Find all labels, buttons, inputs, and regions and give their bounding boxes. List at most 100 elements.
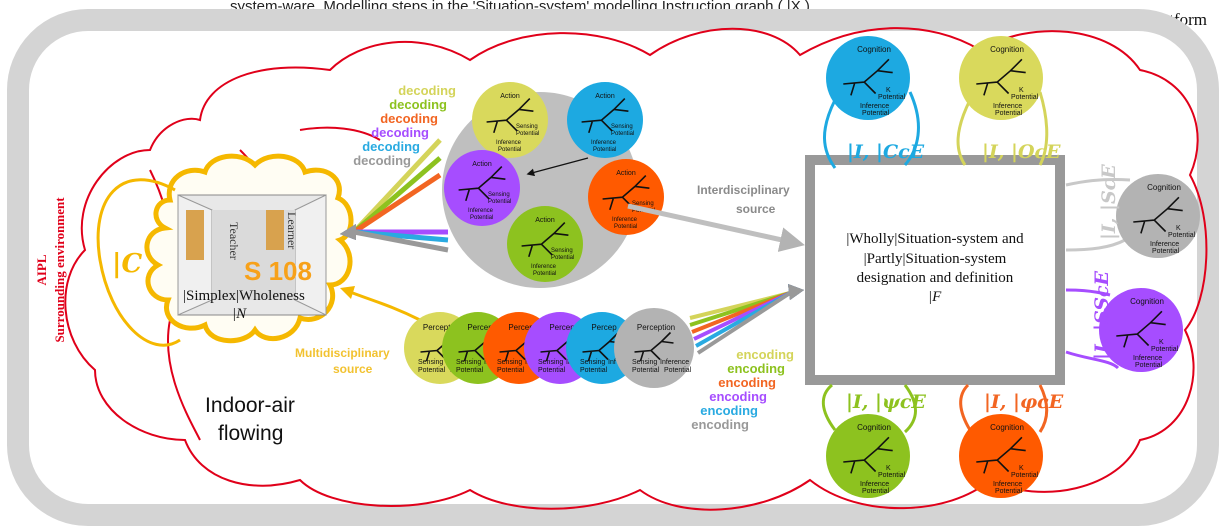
definition-line4: |F — [928, 289, 942, 305]
cognition-node-k: K — [1159, 339, 1164, 346]
action-node-sensing-2: Potential — [551, 255, 574, 261]
cognition-arrow — [903, 384, 917, 434]
cognition-label: |I, |OcE — [982, 141, 1061, 163]
action-node-inference: Inference — [531, 264, 557, 270]
cognition-arrow — [956, 99, 972, 166]
node-tree — [843, 58, 893, 96]
cognition-node-k: K — [886, 87, 891, 94]
decoding-label: decoding — [353, 153, 411, 168]
encoding-label: encoding — [691, 417, 749, 432]
multidisciplinary-line2: source — [333, 362, 373, 376]
cognition-arrow — [1065, 288, 1111, 297]
cognition-label: |I, |φcE — [984, 391, 1064, 413]
encoding-label: encoding — [709, 389, 767, 404]
perception-node-sensing-2: Potential — [580, 367, 608, 374]
decoding-labels: decodingdecodingdecodingdecodingdecoding… — [353, 83, 456, 168]
perception-node-inference: Inference — [660, 359, 689, 366]
node-tree — [634, 331, 674, 362]
cognition-node-potential: Potential — [1168, 232, 1196, 239]
action-node-circle — [588, 159, 664, 235]
n-label: |N — [232, 306, 247, 322]
action-node-inference-2: Potential — [593, 147, 616, 153]
action-node-inference: Inference — [468, 208, 494, 214]
perception-node-sensing-2: Potential — [538, 367, 566, 374]
node-tree — [1116, 310, 1166, 348]
multidisciplinary-arrow — [344, 288, 421, 322]
cognition-node-inference: Inference — [1150, 241, 1179, 248]
encoding-arrow — [696, 291, 792, 355]
cognition-arrow — [1065, 238, 1126, 252]
perception-nodes: PerceptionSensingPotentialInferencePoten… — [404, 308, 694, 388]
action-node-sensing-2: Potential — [516, 131, 539, 137]
decoding-label: decoding — [389, 97, 447, 112]
cognition-label: |I, |CcE — [847, 141, 925, 163]
definition-box — [805, 155, 1065, 385]
action-node-inference: Inference — [591, 140, 617, 146]
multidisciplinary-arrowhead — [340, 286, 355, 299]
cognition-node-title: Cognition — [857, 423, 891, 432]
cognition-arrow — [1065, 350, 1120, 370]
definition-line2: |Partly|Situation-system — [864, 251, 1007, 267]
cognition-label: |I, |ScE — [1098, 164, 1120, 240]
decoding-label: decoding — [371, 125, 429, 140]
node-tree — [976, 58, 1026, 96]
cognition-node-title: Cognition — [990, 423, 1024, 432]
encoding-label: encoding — [727, 361, 785, 376]
c-label: |C — [112, 249, 142, 279]
action-link-arrow — [526, 157, 589, 177]
platform-frame — [7, 9, 1219, 526]
cognition-arrow — [1065, 177, 1131, 187]
action-node-title: Action — [616, 170, 636, 177]
indoor-air-line1: Indoor-air — [205, 394, 295, 417]
action-node-title: Action — [595, 93, 615, 100]
cognition-node-k: K — [886, 465, 891, 472]
cognition-node-potential: Potential — [1011, 94, 1039, 101]
decoding-label: decoding — [398, 83, 456, 98]
action-node-sensing: Sensing — [611, 124, 633, 130]
action-node-inference: Inference — [612, 217, 638, 223]
cognition-node-potential: Potential — [1151, 346, 1179, 353]
encoding-label: encoding — [736, 347, 794, 362]
cognition-label: |I, |SScE — [1091, 270, 1113, 360]
cognition-node-k: K — [1176, 225, 1181, 232]
perception-node-sensing: Sensing — [538, 359, 563, 366]
cognition-node-k: K — [1019, 87, 1024, 94]
teacher-label: Teacher — [227, 222, 241, 260]
action-node-circle — [507, 206, 583, 282]
interdisciplinary-line2: source — [736, 202, 776, 216]
node-tree — [602, 175, 650, 211]
cognition-node-inference-2: Potential — [1135, 362, 1163, 369]
action-node-circle — [567, 82, 643, 158]
decoding-arrow — [352, 172, 442, 235]
perception-node-sensing: Sensing — [580, 359, 605, 366]
cognition-node-potential: Potential — [878, 472, 906, 479]
definition-line3: designation and definition — [857, 270, 1014, 286]
node-tree — [458, 166, 506, 202]
cognition-arrow — [959, 383, 972, 431]
cognition-node: CognitionKPotentialInferencePotential|I,… — [959, 36, 1061, 163]
definition-line1: |Wholly|Situation-system and — [846, 231, 1024, 247]
action-node-inference-2: Potential — [498, 147, 521, 153]
surrounding-label: Surrounding environment — [52, 197, 67, 343]
classroom-image — [177, 194, 327, 316]
cognition-node-inference-2: Potential — [995, 110, 1023, 117]
wholeness-label: |Simplex|Wholeness — [183, 288, 305, 304]
perception-node-sensing-2: Potential — [456, 367, 484, 374]
cognition-node: CognitionKPotentialInferencePotential|I,… — [1091, 270, 1183, 372]
cognition-node-title: Cognition — [1130, 297, 1164, 306]
interdisciplinary-line1: Interdisciplinary — [697, 183, 790, 197]
cognition-node-inference: Inference — [993, 103, 1022, 110]
cognition-nodes: CognitionKPotentialInferencePotential|I,… — [826, 36, 1200, 498]
cognition-node-inference-2: Potential — [862, 488, 890, 495]
perception-node-sensing: Sensing — [418, 359, 443, 366]
decoding-arrow — [353, 229, 449, 253]
surrounding-environment-cloud — [64, 27, 1208, 511]
cognition-node-title: Cognition — [1147, 183, 1181, 192]
encoding-arrowhead — [788, 284, 804, 300]
node-tree — [521, 222, 569, 258]
perception-node-title: Percep — [549, 323, 575, 332]
